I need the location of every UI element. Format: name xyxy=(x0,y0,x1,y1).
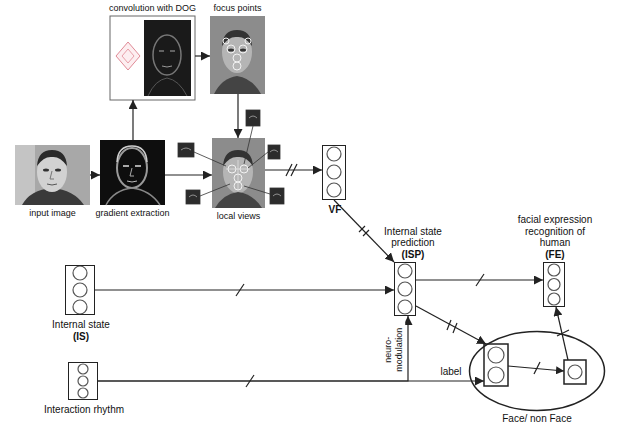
node-caption: VF xyxy=(329,204,342,216)
node-caption: Face/ non Face xyxy=(502,413,571,425)
face-photo xyxy=(15,145,90,205)
node-caption: convolution with DOG xyxy=(109,3,196,13)
image-panel: focus points xyxy=(210,16,265,94)
neuron-layer: Interaction rhythm xyxy=(68,362,98,400)
neuron-layer: facial expression recognition of human(F… xyxy=(543,262,565,307)
caption-text: Interaction rhythm xyxy=(44,404,124,416)
caption-text: (IS) xyxy=(52,331,110,343)
caption-text: VF xyxy=(329,204,342,216)
caption-text: input image xyxy=(29,208,76,218)
node-caption: focus points xyxy=(213,3,261,13)
image-panel: input image xyxy=(15,145,90,205)
ellipse-outline xyxy=(468,330,606,412)
image-panel: convolution with DOG xyxy=(110,16,195,100)
node-caption: gradient extraction xyxy=(95,208,169,218)
neuron-layer xyxy=(484,344,586,386)
caption-text: focus points xyxy=(213,3,261,13)
node-caption: Interaction rhythm xyxy=(44,404,124,416)
neuron-circle xyxy=(73,147,582,398)
neuron-layer: Internal state(IS) xyxy=(65,265,95,315)
caption-text: (FE) xyxy=(509,249,601,261)
connector-arrow xyxy=(416,306,486,344)
connector-arrow xyxy=(95,289,394,290)
connector-arrow xyxy=(132,100,133,140)
slash-mark xyxy=(236,164,569,387)
caption-text: convolution with DOG xyxy=(109,3,196,13)
node-caption: Internal state(IS) xyxy=(52,319,110,342)
neuron-layer: Internal state prediction(ISP) xyxy=(394,262,416,316)
connector-arrow xyxy=(90,174,100,175)
node-caption: input image xyxy=(29,208,76,218)
gradient-image xyxy=(100,140,165,205)
local-view-patch xyxy=(178,110,284,204)
neuron-layer: VF xyxy=(322,145,346,200)
ellipse-shape xyxy=(470,332,605,411)
node-caption: local views xyxy=(217,211,261,221)
connector-arrow xyxy=(416,279,543,280)
local-views-image xyxy=(212,138,265,208)
caption-text: Internal state prediction xyxy=(373,226,453,249)
caption-text: (ISP) xyxy=(373,249,453,261)
caption-text: gradient extraction xyxy=(95,208,169,218)
image-panel: local views xyxy=(212,138,265,208)
caption-text: local views xyxy=(217,211,261,221)
group-ellipse: Face/ non Face xyxy=(468,330,606,412)
focus-image xyxy=(210,16,265,94)
dog-panel xyxy=(110,16,195,100)
caption-text: Internal state xyxy=(52,319,110,331)
edge-label: neuro- modulation xyxy=(383,321,405,379)
connector-arrow xyxy=(165,174,212,175)
caption-text: facial expression recognition of human xyxy=(509,214,601,249)
caption-text: Face/ non Face xyxy=(502,413,571,425)
connector-arrow xyxy=(237,94,238,138)
connector-arrow xyxy=(265,169,322,170)
image-panel: gradient extraction xyxy=(100,140,165,205)
node-caption: facial expression recognition of human(F… xyxy=(509,214,601,260)
edge-label: label xyxy=(438,366,463,378)
connector-arrow xyxy=(195,55,210,56)
connector-arrow xyxy=(98,316,408,381)
node-caption: Internal state prediction(ISP) xyxy=(373,226,453,261)
